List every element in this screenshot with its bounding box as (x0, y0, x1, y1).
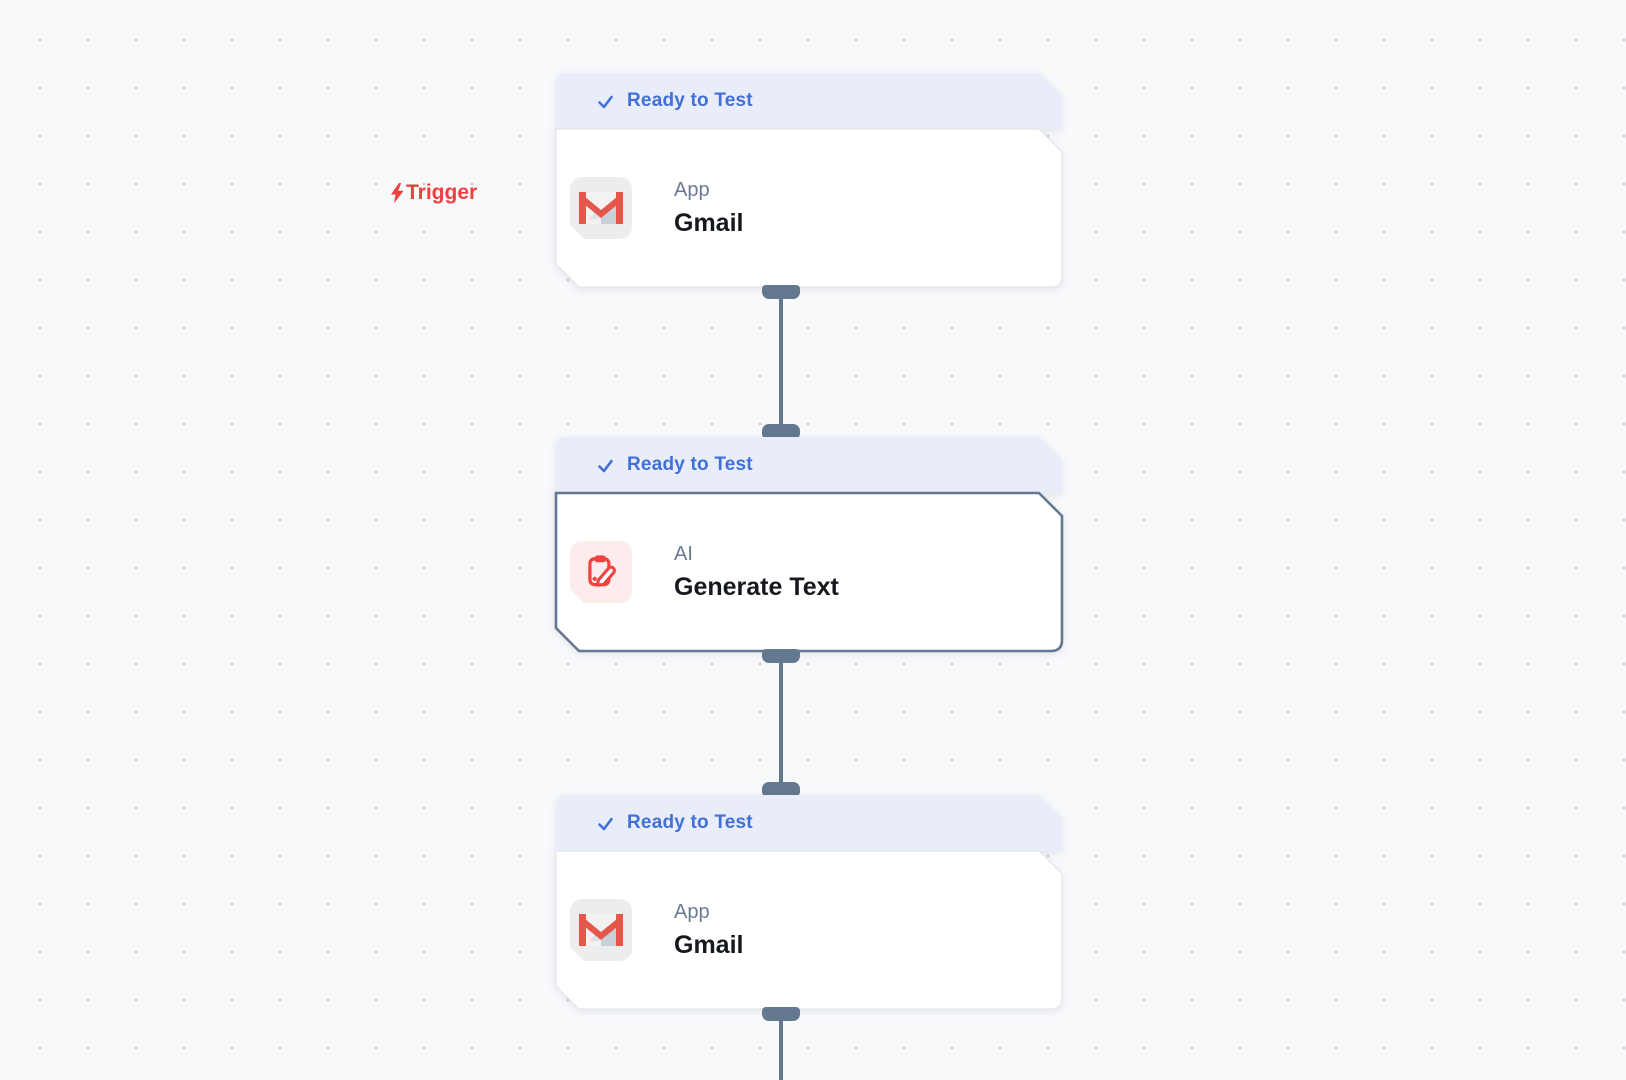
node-shape (555, 795, 1063, 1010)
connector-line (779, 1009, 783, 1080)
connector-output-handle[interactable] (762, 285, 800, 299)
node-card[interactable]: AI Generate Text (556, 493, 1062, 651)
workflow-node-generate-text[interactable]: Ready to Test AI Generate Text (554, 437, 1064, 653)
bolt-icon (391, 182, 404, 203)
workflow-node-gmail-trigger[interactable]: Ready to Test App Gmail (555, 73, 1063, 288)
trigger-label: Trigger (390, 180, 477, 206)
status-text: Ready to Test (627, 90, 753, 111)
check-icon (598, 817, 613, 830)
node-card[interactable]: App Gmail (556, 851, 1062, 1009)
gmail-icon (570, 899, 632, 961)
node-shape (554, 437, 1064, 653)
node-category: AI (674, 542, 693, 565)
connector-output-handle[interactable] (762, 649, 800, 663)
connector-input-handle[interactable] (762, 782, 800, 796)
connector-line (779, 651, 783, 796)
node-shape (555, 73, 1063, 288)
check-icon (598, 459, 613, 472)
workflow-node-gmail-action[interactable]: Ready to Test App Gmail (555, 795, 1063, 1010)
connector-input-handle[interactable] (762, 424, 800, 438)
generate-text-icon (570, 541, 632, 603)
node-card[interactable]: App Gmail (556, 129, 1062, 287)
node-category: App (674, 900, 710, 923)
trigger-label-text: Trigger (406, 181, 478, 204)
status-badge[interactable]: Ready to Test (556, 73, 1062, 129)
gmail-icon (570, 177, 632, 239)
status-badge[interactable]: Ready to Test (556, 795, 1062, 851)
node-title: Gmail (674, 208, 744, 237)
check-icon (598, 95, 613, 108)
status-text: Ready to Test (627, 812, 753, 833)
node-category: App (674, 178, 710, 201)
connector-output-handle[interactable] (762, 1007, 800, 1021)
status-badge[interactable]: Ready to Test (556, 437, 1062, 493)
node-title: Gmail (674, 930, 744, 959)
status-text: Ready to Test (627, 454, 753, 475)
node-title: Generate Text (674, 572, 839, 601)
connector-line (779, 287, 783, 438)
